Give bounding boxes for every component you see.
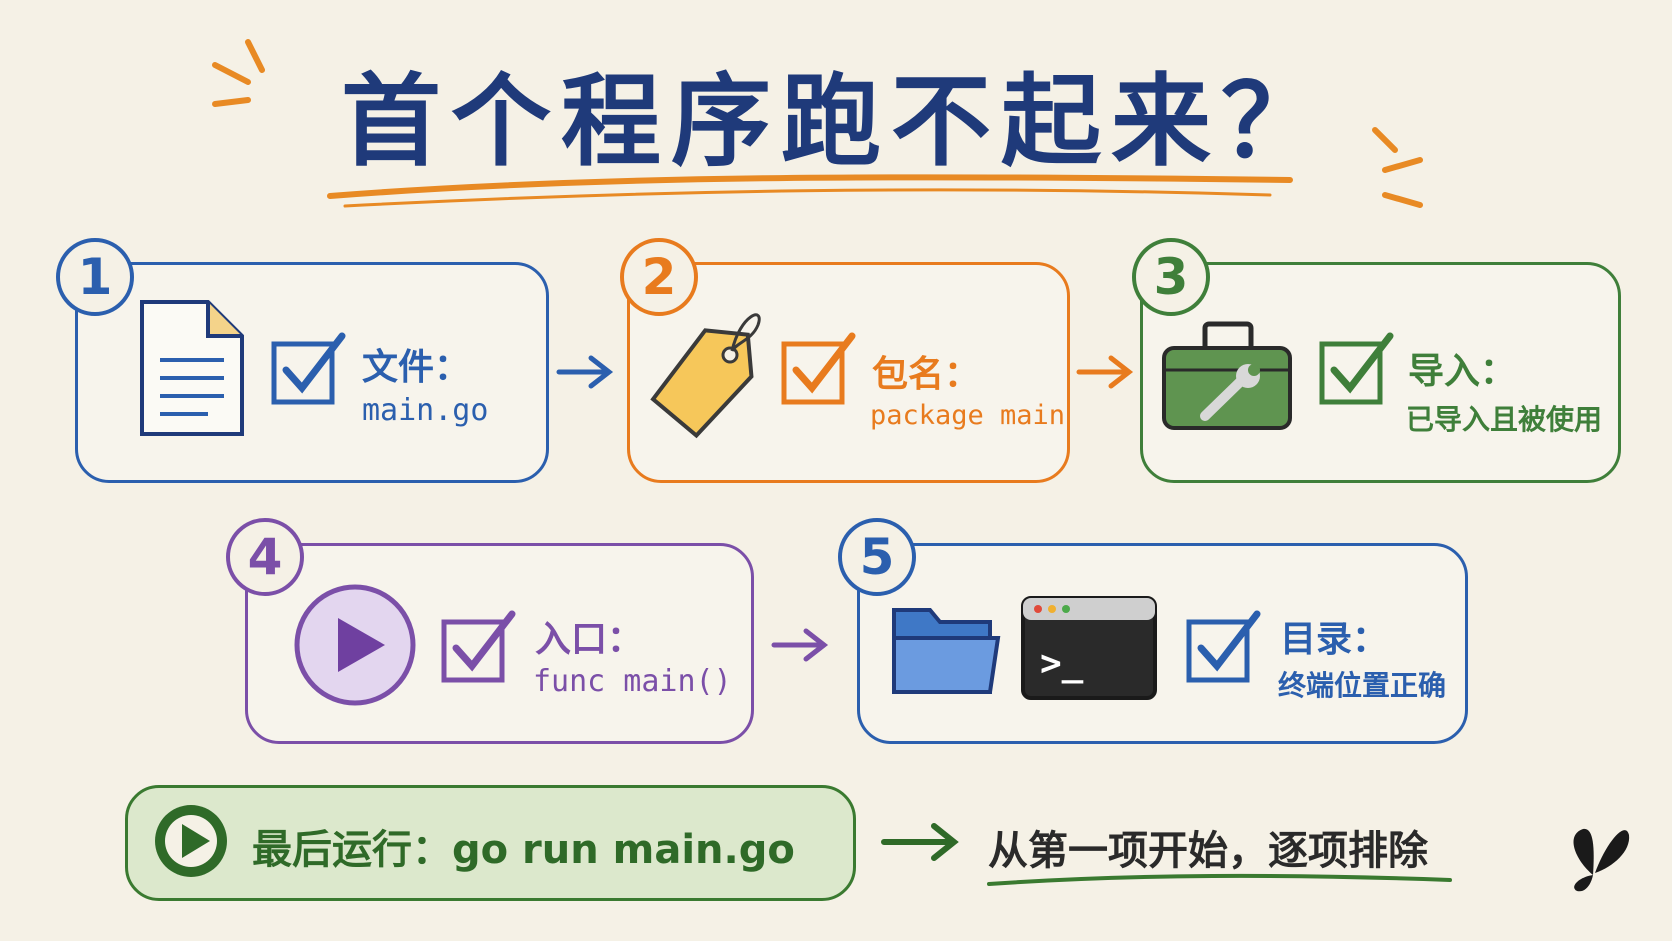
step-number: 2 <box>620 238 698 316</box>
tag-icon <box>650 313 761 439</box>
step-label: 导入： <box>1408 351 1517 392</box>
toolbox-icon <box>1162 321 1292 430</box>
checkbox-icon <box>1319 332 1394 405</box>
step-detail: main.go <box>362 393 489 428</box>
arrow-right-icon <box>881 823 959 861</box>
checkbox-icon <box>271 332 346 405</box>
page-title: 首个程序跑不起来？ <box>341 63 1331 180</box>
hint-text: 从第一项开始，逐项排除 <box>988 828 1428 874</box>
butterfly-logo-icon <box>1573 828 1630 892</box>
step-label: 包名： <box>872 354 981 395</box>
step-number: 1 <box>56 238 134 316</box>
play-circle-icon <box>155 805 227 877</box>
step-detail: package main <box>870 400 1066 431</box>
play-icon <box>294 584 416 706</box>
terminal-icon: >_ <box>1021 596 1157 700</box>
step-label: 文件： <box>362 347 471 388</box>
terminal-prompt: >_ <box>1040 643 1084 684</box>
step-label: 入口： <box>535 619 644 660</box>
final-run-banner <box>125 785 856 901</box>
step-card-package <box>627 262 1070 483</box>
step-detail: 终端位置正确 <box>1278 669 1447 702</box>
checkbox-icon <box>1186 610 1261 683</box>
checkbox-icon <box>441 610 516 683</box>
step-number: 3 <box>1132 238 1210 316</box>
hint-underline <box>987 873 1452 886</box>
step-number: 5 <box>838 518 916 596</box>
folder-icon <box>892 608 1001 694</box>
step-label: 目录： <box>1280 619 1389 660</box>
arrow-right-icon <box>556 355 614 389</box>
step-detail: func main() <box>533 664 732 699</box>
document-icon <box>140 300 244 436</box>
step-number: 4 <box>226 518 304 596</box>
checkbox-icon <box>781 332 856 405</box>
final-run-command: 最后运行：go run main.go <box>252 827 795 873</box>
arrow-right-icon <box>771 628 829 662</box>
step-detail: 已导入且被使用 <box>1406 403 1603 436</box>
arrow-right-icon <box>1076 355 1134 389</box>
